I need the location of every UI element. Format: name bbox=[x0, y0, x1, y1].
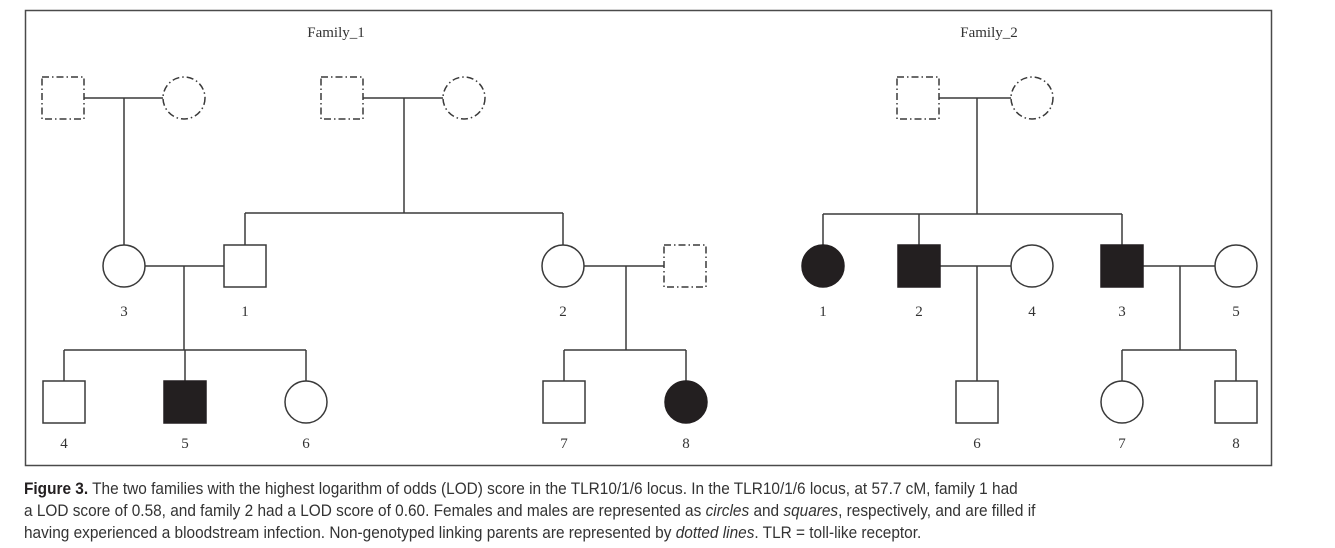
family-1-male-square-unaffected bbox=[223, 244, 267, 288]
individual-label: 4 bbox=[60, 436, 68, 452]
caption-line-1: Figure 3. The two families with the high… bbox=[24, 478, 1201, 500]
family-2-female-circle-affected bbox=[801, 244, 845, 288]
caption-text: , respectively, and are filled if bbox=[838, 501, 1036, 520]
family-1-female-circle-non-genotyped bbox=[442, 76, 486, 120]
individual-label: 6 bbox=[973, 436, 981, 452]
caption-text: and bbox=[749, 501, 784, 520]
individual-label: 4 bbox=[1028, 304, 1036, 320]
family-1-male-square-non-genotyped bbox=[41, 76, 85, 120]
caption-emphasis-squares: squares bbox=[783, 501, 839, 520]
figure-label: Figure 3. bbox=[24, 479, 89, 498]
caption-text: The two families with the highest logari… bbox=[88, 479, 1018, 498]
family-2-female-circle-unaffected bbox=[1100, 380, 1144, 424]
family-2-male-square-affected bbox=[1100, 244, 1144, 288]
caption-text: a LOD score of 0.58, and family 2 had a … bbox=[24, 501, 706, 520]
individual-label: 2 bbox=[915, 304, 923, 320]
family-1-female-circle-unaffected bbox=[284, 380, 328, 424]
family-2-male-square-non-genotyped bbox=[896, 76, 940, 120]
individual-label: 8 bbox=[1232, 436, 1240, 452]
individual-label: 5 bbox=[181, 436, 189, 452]
family-2-female-circle-unaffected bbox=[1214, 244, 1258, 288]
family-2-female-circle-non-genotyped bbox=[1010, 76, 1054, 120]
caption-emphasis-dotted-lines: dotted lines bbox=[675, 523, 755, 542]
caption-text: . TLR = toll-like receptor. bbox=[754, 523, 922, 542]
family-1-male-square-non-genotyped bbox=[663, 244, 707, 288]
family-1-male-square-unaffected bbox=[542, 380, 586, 424]
individual-label: 8 bbox=[682, 436, 690, 452]
family-1-male-square-affected bbox=[163, 380, 207, 424]
family-1-female-circle-affected bbox=[664, 380, 708, 424]
family-1-female-circle-unaffected bbox=[541, 244, 585, 288]
pedigree-labels: Family_1 Family_2 3 1 2 4 5 6 7 8 1 2 4 3 5 6 7 8 bbox=[60, 25, 1240, 452]
caption-text: having experienced a bloodstream infecti… bbox=[24, 523, 676, 542]
individual-label: 5 bbox=[1232, 304, 1240, 320]
figure-frame bbox=[24, 9, 1273, 467]
individual-label: 2 bbox=[559, 304, 567, 320]
family-1-male-square-unaffected bbox=[42, 380, 86, 424]
figure-caption: Figure 3. The two families with the high… bbox=[24, 478, 1324, 544]
family-2-female-circle-unaffected bbox=[1010, 244, 1054, 288]
family-1-female-circle-unaffected bbox=[102, 244, 146, 288]
individual-label: 3 bbox=[1118, 304, 1126, 320]
pedigree-figure: Family_1 Family_2 3 1 2 4 5 6 7 8 1 2 4 3 5 6 7 8 bbox=[24, 9, 1273, 467]
family-2-title: Family_2 bbox=[960, 25, 1018, 41]
family-2-male-square-affected bbox=[897, 244, 941, 288]
pedigree-lines bbox=[63, 97, 1237, 381]
caption-emphasis-circles: circles bbox=[705, 501, 750, 520]
pedigree-individuals bbox=[41, 76, 1258, 424]
individual-label: 3 bbox=[120, 304, 128, 320]
family-1-female-circle-non-genotyped bbox=[162, 76, 206, 120]
individual-label: 1 bbox=[241, 304, 249, 320]
caption-line-3: having experienced a bloodstream infecti… bbox=[24, 522, 1201, 544]
individual-label: 7 bbox=[560, 436, 568, 452]
family-1-title: Family_1 bbox=[307, 25, 365, 41]
family-2-male-square-unaffected bbox=[955, 380, 999, 424]
caption-line-2: a LOD score of 0.58, and family 2 had a … bbox=[24, 500, 1201, 522]
individual-label: 6 bbox=[302, 436, 310, 452]
family-1-male-square-non-genotyped bbox=[320, 76, 364, 120]
individual-label: 1 bbox=[819, 304, 827, 320]
family-2-male-square-unaffected bbox=[1214, 380, 1258, 424]
individual-label: 7 bbox=[1118, 436, 1126, 452]
